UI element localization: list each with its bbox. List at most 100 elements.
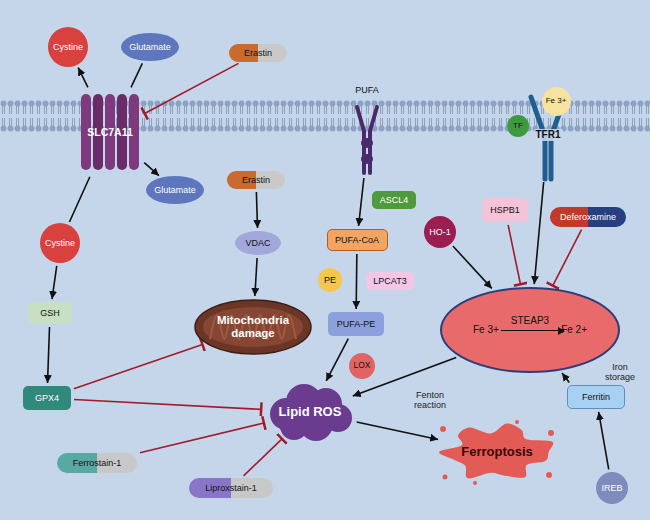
metabolite-ellipse: Glutamate [121, 33, 179, 61]
mitochondrion: Mitochondria damage [194, 299, 312, 355]
receptor-domain [361, 138, 373, 148]
splat-drop [515, 420, 519, 424]
node-label: Ferritin [582, 392, 610, 402]
ros-cloud: Lipid ROS [264, 382, 356, 442]
splat-drop [546, 472, 552, 478]
inhibition-line [140, 423, 264, 453]
node-label: Liproxstain-1 [205, 483, 257, 493]
node-label: GSH [40, 308, 60, 318]
metabolite-box: PUFA-CoA [327, 229, 388, 251]
metabolite-circle: PE [318, 268, 342, 292]
node-label: Glutamate [154, 185, 196, 195]
splat-drop [440, 426, 446, 432]
inhibition-line [74, 399, 261, 409]
drug-pill: Deferoxamine [550, 207, 626, 227]
activation-arrow [52, 266, 57, 299]
node-label: Mitochondria damage [209, 314, 297, 340]
node-label: PUFA-CoA [335, 235, 379, 245]
node-label: Ferrostain-1 [73, 458, 122, 468]
node-label: VDAC [245, 238, 270, 248]
channel-ellipse: VDAC [235, 231, 281, 255]
node-label: GPX4 [35, 393, 59, 403]
activation-arrow [599, 412, 609, 469]
inhibition-line [74, 344, 203, 388]
node-label: TFR1 [534, 129, 563, 141]
node-label: PE [324, 275, 336, 285]
ligand-circle: TF [507, 115, 529, 137]
protein-box: HSPB1 [482, 198, 528, 222]
node-label: Fe 3+ [473, 324, 499, 336]
splat-drop [443, 475, 448, 480]
node-label: Fe 3+ [546, 96, 567, 105]
outer-membrane [195, 300, 311, 354]
drug-pill: Erastin [227, 171, 285, 189]
enzyme-box: ASCL4 [372, 191, 416, 209]
node-label: Fe 2+ [561, 324, 587, 336]
pufarec-shape [347, 85, 387, 175]
node-label: STEAP3 [501, 315, 559, 331]
activation-arrow [78, 68, 88, 88]
activation-arrow [48, 327, 50, 383]
enzyme-box: GPX4 [23, 386, 71, 410]
node-label: Lipid ROS [279, 405, 342, 420]
enzyme-box: LPCAT3 [366, 272, 414, 290]
inhibition-line [553, 230, 582, 286]
metabolite-box: GSH [28, 302, 72, 324]
receptor-stalk [531, 97, 565, 179]
activation-arrow [562, 373, 569, 383]
activation-arrow [256, 192, 257, 228]
activation-arrow [131, 63, 142, 87]
node-label: Erastin [242, 175, 270, 185]
node-label: IREB [601, 483, 622, 493]
cell-death-splat: Ferroptosis [437, 419, 557, 485]
drug-pill: Liproxstain-1 [189, 478, 273, 498]
activation-arrow [326, 339, 348, 381]
metabolite-circle: Cystine [40, 223, 80, 263]
activation-arrow [357, 422, 439, 439]
node-label: Erastin [244, 48, 272, 58]
edge-label: Iron storage [597, 361, 643, 384]
activation-arrow [355, 254, 357, 309]
drug-pill: Ferrostain-1 [57, 453, 137, 473]
receptor-domain [361, 154, 373, 164]
activation-arrow [69, 177, 89, 222]
node-label: PUFA-PE [337, 319, 376, 329]
iron-pool-ellipse: Fe 3+STEAP3Fe 2+ [440, 287, 620, 373]
edge-label: Fenton reaction [404, 389, 456, 412]
metabolite-ellipse: Glutamate [146, 176, 204, 204]
node-label: ASCL4 [380, 195, 409, 205]
node-label: LPCAT3 [373, 276, 406, 286]
ion-circle: Fe 3+ [542, 87, 571, 116]
protein-circle: IREB [596, 472, 628, 504]
node-label: Ferroptosis [461, 445, 533, 460]
activation-arrow [534, 182, 543, 284]
activation-arrow [453, 246, 492, 288]
activation-arrow [255, 258, 257, 296]
node-label: LOX [353, 361, 370, 371]
transporter: SLC7A11 [78, 90, 142, 174]
splat-body [439, 423, 553, 478]
inhibition-line [244, 439, 282, 476]
node-label: Cystine [45, 238, 75, 248]
enzyme-circle: HO-1 [424, 216, 456, 248]
enzyme-circle: LOX [349, 353, 375, 379]
node-label: Deferoxamine [560, 212, 616, 222]
metabolite-box: PUFA-PE [328, 312, 384, 336]
receptor-stalk [357, 107, 377, 173]
protein-box: Ferritin [567, 385, 625, 409]
receptor: PUFA [347, 85, 387, 175]
node-label: HO-1 [429, 227, 451, 237]
splat-drop [548, 430, 554, 436]
node-label: SLC7A11 [87, 126, 133, 138]
node-label: PUFA [355, 85, 379, 95]
drug-pill: Erastin [229, 44, 287, 62]
inhibition-line [508, 225, 520, 284]
node-label: TF [513, 121, 523, 130]
node-label: Cystine [53, 42, 83, 52]
metabolite-circle: Cystine [48, 27, 88, 67]
activation-arrow [359, 178, 364, 226]
matrix [203, 307, 303, 347]
splat-drop [473, 481, 477, 485]
node-label: Glutamate [129, 42, 171, 52]
